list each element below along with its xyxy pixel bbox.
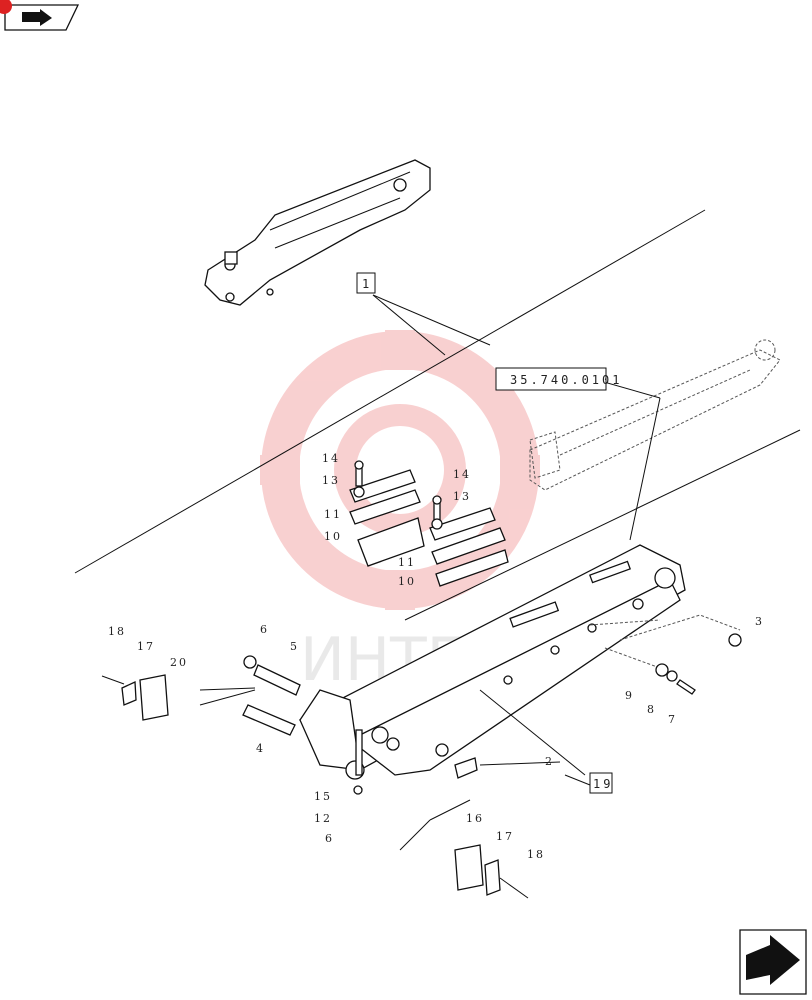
callout-20: 20 bbox=[170, 656, 188, 669]
right-hardware bbox=[655, 633, 742, 695]
callout-5: 5 bbox=[290, 640, 299, 653]
callout-13a: 13 bbox=[322, 474, 340, 487]
callout-6a: 6 bbox=[260, 623, 269, 636]
ref-box-assembly[interactable]: 1 bbox=[356, 272, 376, 294]
callout-10a: 10 bbox=[324, 530, 342, 543]
callout-11a: 11 bbox=[324, 508, 342, 521]
callout-7: 7 bbox=[668, 713, 677, 726]
callout-18b: 18 bbox=[527, 848, 545, 861]
leader-lines bbox=[199, 294, 661, 851]
callout-4: 4 bbox=[256, 742, 265, 755]
divider-line-2 bbox=[404, 429, 801, 621]
callout-11b: 11 bbox=[398, 556, 416, 569]
callout-3: 3 bbox=[755, 615, 764, 628]
callout-17b: 17 bbox=[496, 830, 514, 843]
hydraulic-cylinder bbox=[529, 339, 781, 491]
ref-box-subassembly[interactable]: 19 bbox=[589, 772, 613, 794]
callout-14a: 14 bbox=[322, 452, 340, 465]
callout-14b: 14 bbox=[453, 468, 471, 481]
bottom-block-set bbox=[454, 844, 529, 899]
callout-16: 16 bbox=[466, 812, 484, 825]
bolt-washers bbox=[353, 460, 443, 530]
ref-box-cylinder[interactable]: 35.740.0101 bbox=[495, 367, 622, 391]
callout-13b: 13 bbox=[453, 490, 471, 503]
callout-12: 12 bbox=[314, 812, 332, 825]
ref-assembly-label: 1 bbox=[362, 277, 372, 291]
callout-17a: 17 bbox=[137, 640, 155, 653]
callout-15: 15 bbox=[314, 790, 332, 803]
ref-subassembly-label: 19 bbox=[593, 777, 613, 791]
divider-line-1 bbox=[74, 209, 706, 574]
left-block-set bbox=[101, 674, 169, 721]
pins-bushings bbox=[242, 655, 478, 795]
main-boom bbox=[299, 544, 741, 780]
wear-pads bbox=[349, 469, 509, 587]
folder-back-icon[interactable] bbox=[0, 0, 80, 31]
arm-assembly-overview bbox=[204, 159, 431, 306]
callouts: 2 3 4 5 6 6 7 8 9 10 10 11 11 12 13 13 1… bbox=[108, 452, 764, 861]
callout-2: 2 bbox=[545, 755, 554, 768]
ref-cylinder-label: 35.740.0101 bbox=[510, 373, 622, 387]
callout-9: 9 bbox=[625, 689, 634, 702]
callout-10b: 10 bbox=[398, 575, 416, 588]
callout-8: 8 bbox=[647, 703, 656, 716]
next-page-arrow-icon[interactable] bbox=[739, 929, 807, 995]
callout-18a: 18 bbox=[108, 625, 126, 638]
callout-6b: 6 bbox=[325, 832, 334, 845]
